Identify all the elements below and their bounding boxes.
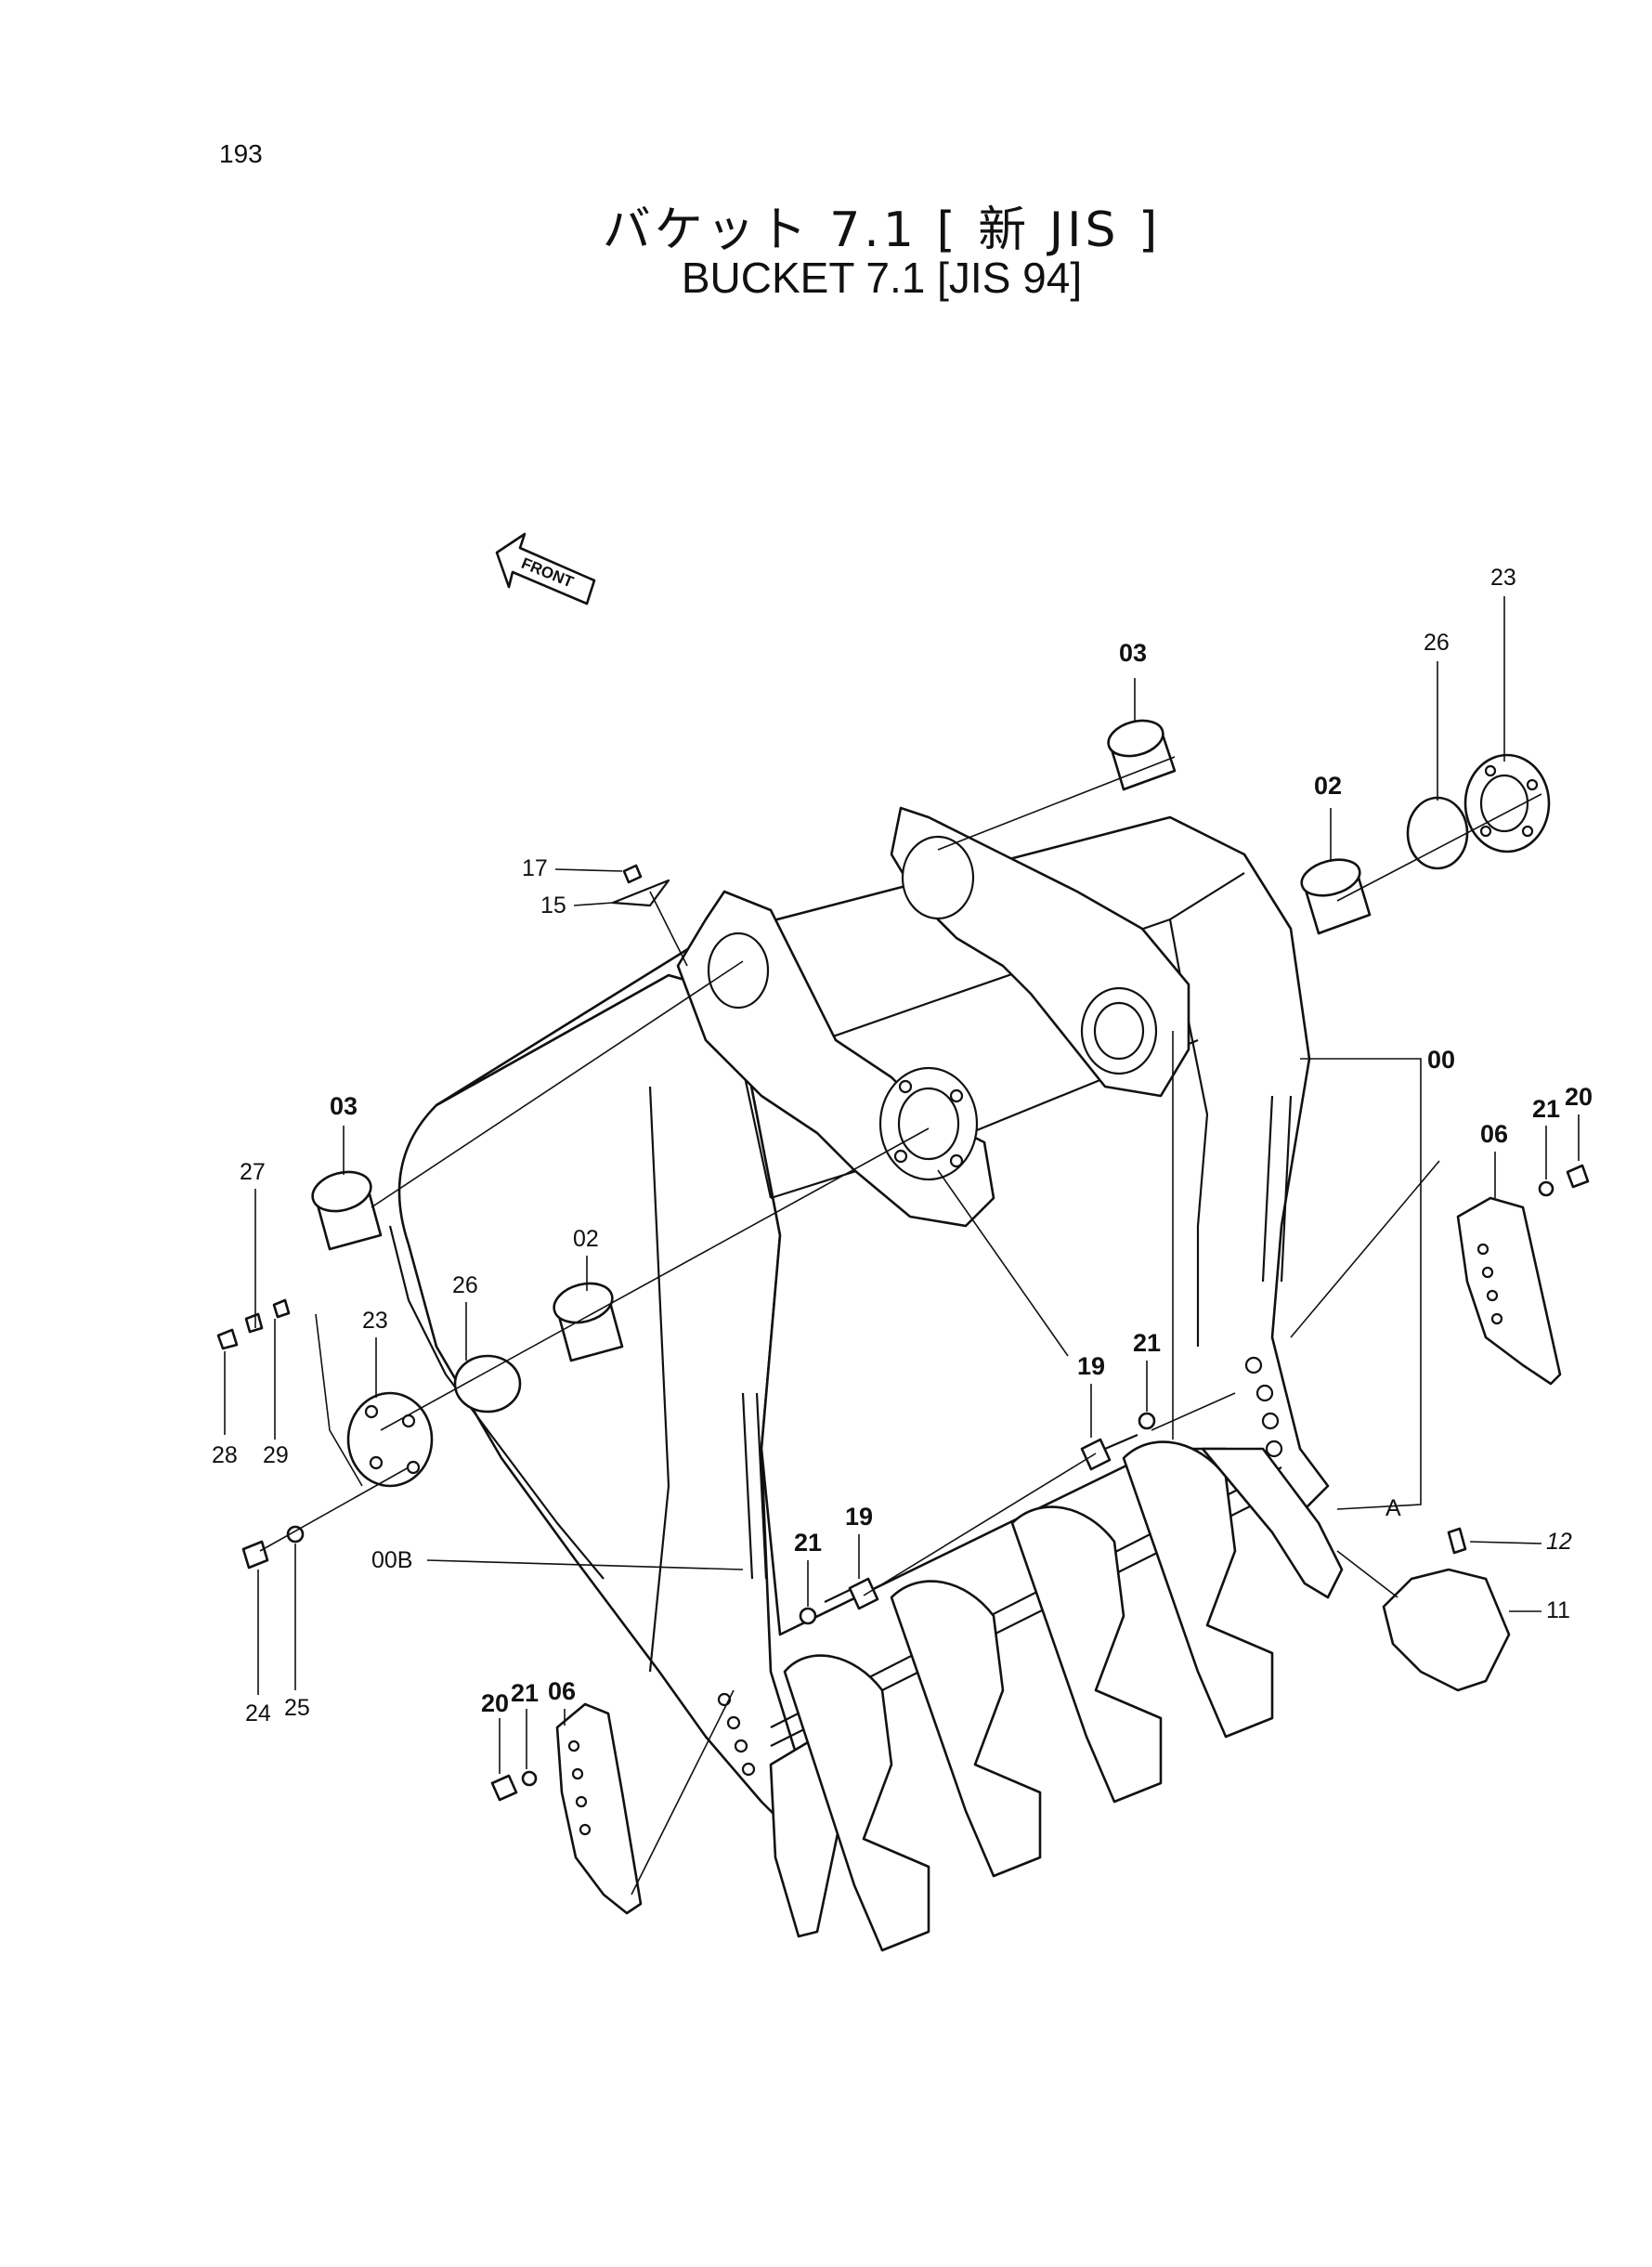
callout-24: 24: [245, 1700, 271, 1726]
bucket-body: [388, 806, 1330, 1822]
callout-23-left: 23: [362, 1308, 388, 1334]
callout-19-low: 19: [845, 1503, 873, 1531]
callout-00: 00: [1427, 1046, 1455, 1074]
side-cutters: [555, 1196, 1562, 1915]
callout-02-right: 02: [1314, 772, 1342, 800]
callout-02-left: 02: [573, 1226, 599, 1252]
callout-21-low: 21: [794, 1529, 822, 1557]
callout-26-left: 26: [452, 1272, 478, 1298]
title-english: BUCKET 7.1 [JIS 94]: [681, 254, 1083, 302]
callout-20-left: 20: [481, 1689, 509, 1717]
title-japanese: バケット 7.1 [ 新 JIS ]: [602, 202, 1162, 258]
pin-bushings: [216, 719, 1590, 1802]
callout-11: 11: [1546, 1597, 1570, 1623]
callout-06-right: 06: [1480, 1120, 1508, 1148]
bucket-teeth: [769, 1440, 1511, 1952]
callout-17: 17: [522, 855, 548, 881]
callout-03-left: 03: [330, 1092, 358, 1120]
callout-26-top: 26: [1424, 630, 1450, 656]
callout-21-left: 21: [511, 1679, 539, 1707]
callout-23-top: 23: [1490, 565, 1516, 591]
callout-03-top: 03: [1119, 639, 1147, 667]
callout-12: 12: [1546, 1529, 1572, 1555]
callout-A: A: [1385, 1495, 1401, 1521]
leader-lines: [259, 756, 1542, 1896]
front-arrow-icon: FRONT: [495, 532, 596, 606]
callout-21-mid: 21: [1133, 1329, 1161, 1357]
callout-19-mid: 19: [1077, 1352, 1105, 1380]
callout-25: 25: [284, 1695, 310, 1721]
callout-28: 28: [212, 1442, 238, 1468]
callout-labels: 23 26 03 02 17 15 00 20 21 06 03 27 02 2…: [212, 565, 1593, 1726]
callout-27: 27: [240, 1159, 266, 1185]
callout-06-left: 06: [548, 1677, 576, 1705]
callout-29: 29: [263, 1442, 289, 1468]
callout-20-right: 20: [1565, 1083, 1593, 1111]
callout-00B: 00B: [371, 1547, 412, 1573]
callout-21-right: 21: [1532, 1095, 1560, 1123]
page-number: 193: [219, 139, 263, 168]
callout-leaders: [224, 596, 1580, 1774]
callout-15: 15: [540, 892, 566, 919]
